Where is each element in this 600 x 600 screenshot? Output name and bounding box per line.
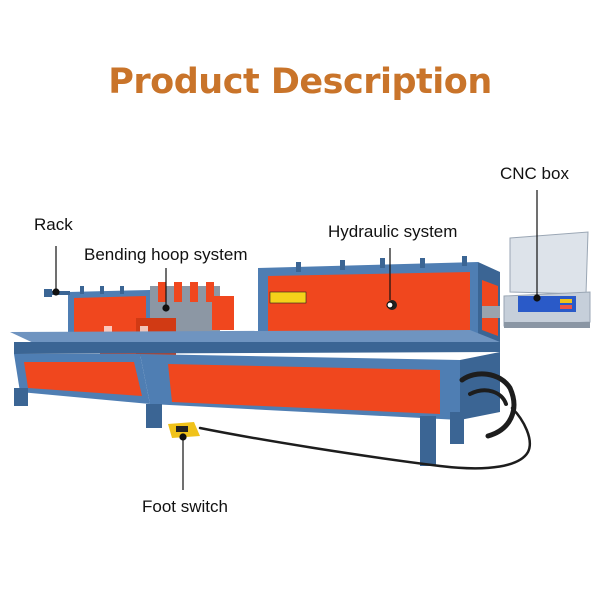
right-end-block bbox=[478, 262, 500, 350]
label-hydraulic-system: Hydraulic system bbox=[328, 222, 458, 241]
top-rail bbox=[10, 330, 500, 354]
front-body bbox=[14, 352, 500, 466]
cnc-box bbox=[503, 231, 591, 328]
cables bbox=[198, 371, 531, 470]
label-cnc-box: CNC box bbox=[500, 164, 569, 183]
label-foot-switch: Foot switch bbox=[142, 497, 228, 516]
foot-switch-pedal bbox=[168, 422, 200, 438]
label-bending-hoop-system: Bending hoop system bbox=[84, 245, 248, 264]
callouts bbox=[52, 190, 541, 490]
back-wall bbox=[258, 256, 478, 338]
label-rack: Rack bbox=[34, 215, 73, 234]
page-title: Product Description bbox=[108, 62, 492, 102]
